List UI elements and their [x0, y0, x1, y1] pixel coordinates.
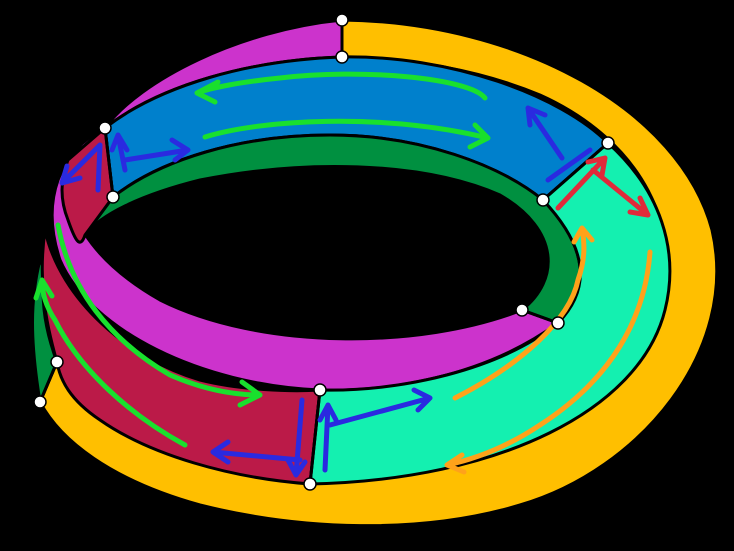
green-arrow-top-right	[202, 118, 491, 150]
seam-left-bottom	[38, 361, 59, 403]
blue-arrow-bottom-left	[210, 439, 303, 465]
blue-arrow-top-left-up	[109, 132, 130, 173]
green-arrow-crimson-upper	[55, 222, 263, 408]
orange-arrow-group	[444, 225, 653, 475]
green-arrow-group	[33, 71, 491, 448]
vertex-marker	[98, 121, 112, 135]
vertex-marker	[50, 355, 64, 369]
vertex-marker	[335, 50, 349, 64]
seam-bottom	[308, 389, 322, 485]
seam-right	[542, 141, 609, 202]
vertex-marker-group	[33, 13, 615, 491]
red-arrow-right-seam-out	[590, 167, 651, 218]
vertex-marker	[536, 193, 550, 207]
blue-arrow-group	[59, 105, 593, 478]
vertex-marker	[303, 477, 317, 491]
blue-arrow-top-left-right	[122, 137, 191, 163]
orange-arrow-aqua-outer	[444, 249, 653, 475]
seam-left-top	[103, 127, 115, 198]
vertex-marker	[106, 190, 120, 204]
vertex-marker	[515, 303, 529, 317]
green-arrow-top-left	[194, 71, 488, 105]
red-arrow-right-seam-up	[555, 155, 608, 211]
red-arrow-group	[555, 155, 651, 218]
blue-arrow-bottom-up	[317, 402, 339, 473]
vertex-marker	[313, 383, 327, 397]
orange-arrow-aqua-inner	[452, 225, 595, 401]
vertex-marker	[335, 13, 349, 27]
blue-arrow-bottom-right	[327, 387, 433, 428]
blue-arrow-right-seam	[525, 105, 593, 183]
blue-arrow-crimson-corner	[59, 142, 103, 193]
vertex-marker	[551, 316, 565, 330]
vertex-marker	[33, 395, 47, 409]
blue-arrow-bottom-down	[285, 397, 308, 478]
green-arrow-crimson-lower	[33, 277, 188, 448]
vertex-marker	[601, 136, 615, 150]
